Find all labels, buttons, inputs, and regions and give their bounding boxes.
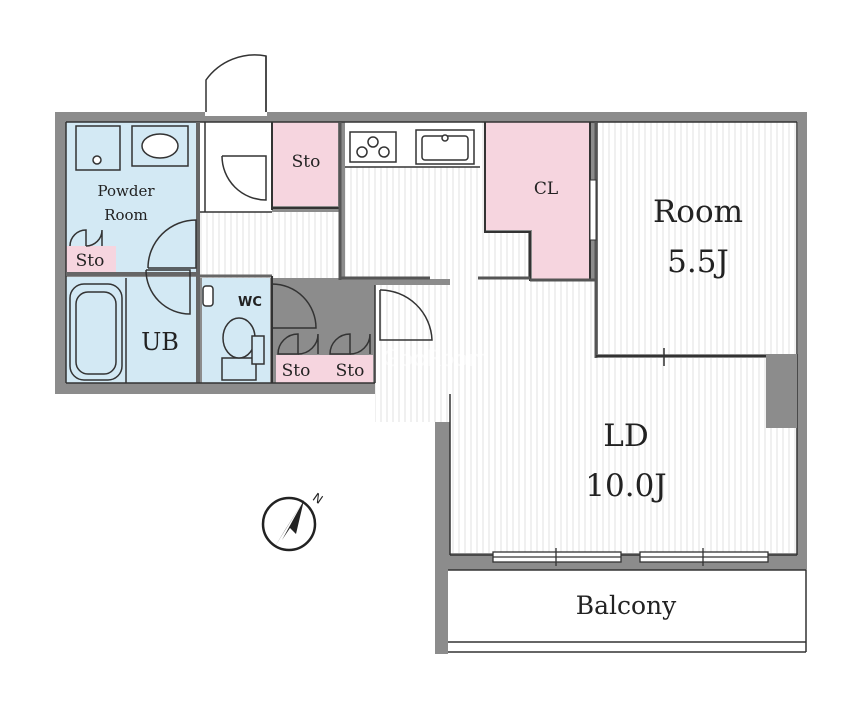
compass-north-icon: N — [261, 490, 325, 552]
wc-label: WC — [238, 295, 262, 310]
ub-label: UB — [141, 328, 179, 356]
powder-room-label-line2: Room — [104, 206, 148, 224]
compass-letter: N — [310, 490, 325, 507]
cl-label: CL — [534, 179, 558, 199]
ld-name-label: LD — [603, 418, 648, 454]
column-right — [766, 354, 797, 428]
powder-room-label-line1: Powder — [97, 182, 155, 200]
room-floor — [598, 122, 798, 354]
watermark: GooRoom — [383, 347, 490, 372]
ld-floor — [375, 122, 797, 553]
balcony-windows — [492, 548, 769, 566]
toilet-tank — [221, 357, 257, 381]
sto-bottom-1-label: Sto — [282, 361, 311, 381]
sto-left-label: Sto — [76, 251, 105, 271]
room-size-label: 5.5J — [667, 244, 729, 280]
room-labels: Powder Room Sto Sto Sto Sto CL WC UB Roo… — [76, 152, 743, 620]
interior-walls — [65, 121, 798, 556]
sto-bottom-area — [276, 355, 373, 383]
sto-left-area — [66, 246, 116, 272]
door-swings — [69, 155, 433, 355]
cl-area — [485, 122, 590, 279]
hallway-floor — [200, 212, 340, 278]
sto-bottom-2-label: Sto — [336, 361, 365, 381]
toilet-bowl — [222, 317, 256, 359]
front-door — [205, 54, 267, 116]
sto-top-area — [272, 122, 338, 206]
entrance-area — [200, 122, 272, 212]
fixtures — [69, 125, 475, 383]
room-name-label: Room — [653, 194, 743, 230]
room-side-window — [589, 179, 597, 241]
ld-size-label: 10.0J — [585, 468, 666, 504]
balcony-area — [448, 570, 806, 642]
balcony-outline — [448, 569, 807, 653]
balcony-label: Balcony — [576, 591, 677, 620]
sto-top-label: Sto — [292, 152, 321, 172]
